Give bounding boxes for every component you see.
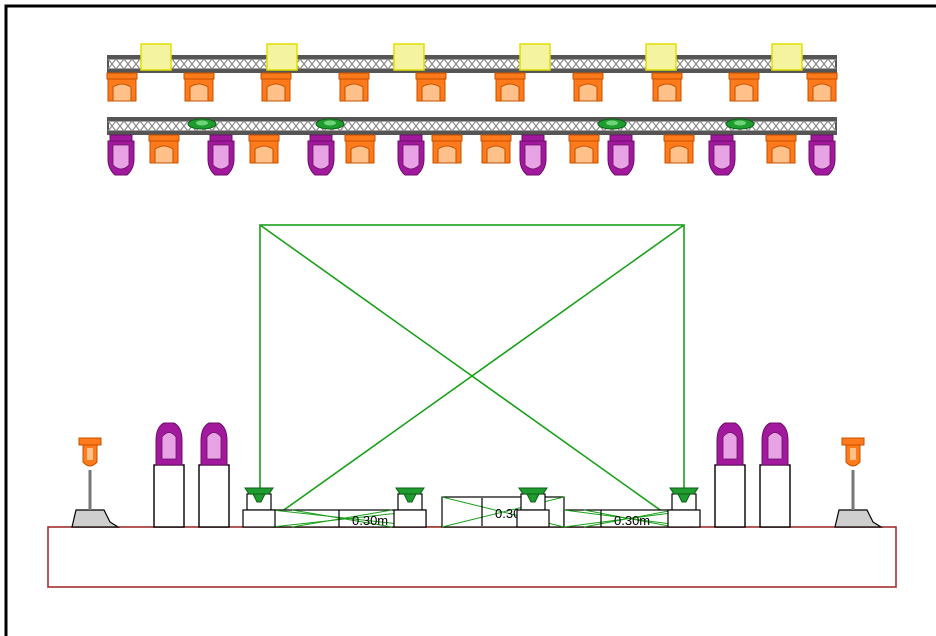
floor-moving-head-right-2: [759, 422, 791, 528]
floor-moving-heads: [153, 422, 791, 528]
truss-spot-4: [248, 134, 280, 164]
floor-wash-1: [244, 487, 274, 511]
upper-spot-2: [183, 72, 215, 102]
upper-truss-blinders: [140, 43, 803, 71]
floor-moving-head-left-1: [153, 422, 185, 528]
blinder-6: [771, 43, 803, 71]
riser-right-height: 0.30m: [614, 513, 650, 528]
floor-wash-3: [518, 487, 548, 511]
blinder-5: [645, 43, 677, 71]
blinder-1: [140, 43, 172, 71]
blinder-2: [266, 43, 298, 71]
lower-truss-washes: [187, 118, 755, 130]
upper-spot-8: [651, 72, 683, 102]
upper-spot-10: [806, 72, 838, 102]
truss-spot-13: [663, 134, 695, 164]
truss-spot-2: [148, 134, 180, 164]
stand-spots: [71, 437, 884, 528]
truss-wash-2: [315, 118, 345, 130]
stand-spot-right: [834, 437, 884, 528]
upper-spot-4: [338, 72, 370, 102]
projection-screen: [259, 224, 685, 528]
lower-truss-fixtures: [107, 134, 836, 176]
upper-spot-5: [415, 72, 447, 102]
upper-truss: [107, 55, 837, 73]
truss-moving-head-16: [808, 134, 836, 176]
truss-moving-head-5: [307, 134, 335, 176]
truss-wash-1: [187, 118, 217, 130]
truss-spot-9: [480, 134, 512, 164]
truss-moving-head-1: [107, 134, 135, 176]
screen-diagonal-b: [259, 224, 685, 528]
truss-moving-head-14: [708, 134, 736, 176]
truss-moving-head-3: [207, 134, 235, 176]
upper-spot-6: [494, 72, 526, 102]
blinder-4: [519, 43, 551, 71]
upper-spot-7: [572, 72, 604, 102]
upper-spot-3: [260, 72, 292, 102]
truss-wash-3: [597, 118, 627, 130]
floor-moving-head-right-1: [714, 422, 746, 528]
truss-moving-head-7: [397, 134, 425, 176]
floor-moving-head-left-2: [198, 422, 230, 528]
truss-spot-11: [568, 134, 600, 164]
blinder-3: [393, 43, 425, 71]
truss-spot-6: [344, 134, 376, 164]
truss-spot-8: [431, 134, 463, 164]
truss-spot-15: [765, 134, 797, 164]
upper-spot-1: [106, 72, 138, 102]
riser-left-height: 0.30m: [352, 513, 388, 528]
floor-washes: [242, 487, 701, 528]
floor-wash-2: [395, 487, 425, 511]
stage-deck: [47, 526, 897, 588]
floor-wash-4: [669, 487, 699, 511]
riser-right: 0.30m: [563, 509, 695, 528]
drawing-frame: [4, 4, 936, 636]
truss-wash-4: [725, 118, 755, 130]
upper-truss-spots: [106, 72, 838, 102]
stand-spot-left: [71, 437, 121, 528]
truss-moving-head-10: [519, 134, 547, 176]
lower-truss: [107, 117, 837, 135]
truss-moving-head-12: [607, 134, 635, 176]
riser-left: 0.30m: [271, 509, 427, 528]
upper-spot-9: [728, 72, 760, 102]
